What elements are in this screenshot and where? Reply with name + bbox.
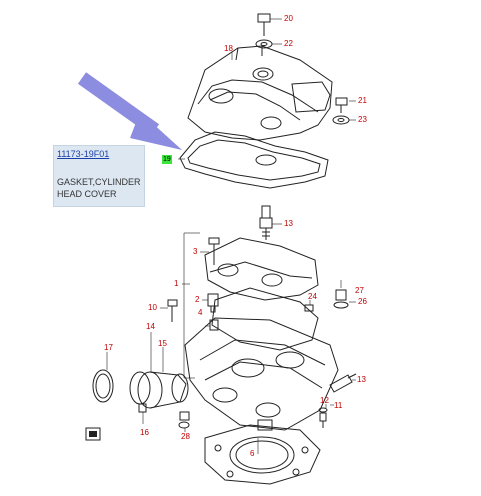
leader-lines [106, 18, 356, 454]
part-description: GASKET,CYLINDER HEAD COVER [57, 176, 141, 200]
callout-22[interactable]: 22 [284, 39, 293, 48]
part-number-link[interactable]: 11173-19F01 [57, 149, 110, 159]
callout-15[interactable]: 15 [158, 339, 167, 348]
spark-plug [259, 205, 273, 240]
callout-20[interactable]: 20 [284, 14, 293, 23]
head-cover-gasket [179, 131, 329, 189]
callout-12[interactable]: 12 [320, 396, 329, 405]
data-plate [85, 427, 101, 441]
callout-24[interactable]: 24 [308, 292, 317, 301]
callout-21[interactable]: 21 [358, 96, 367, 105]
cylinder-head-cover [187, 45, 333, 141]
callout-2[interactable]: 2 [195, 295, 200, 304]
callout-23[interactable]: 23 [358, 115, 367, 124]
cylinder-head-gasket [204, 424, 321, 485]
callout-27[interactable]: 27 [355, 286, 364, 295]
callout-13-spark-plug[interactable]: 13 [284, 219, 293, 228]
description-line-1: GASKET,CYLINDER [57, 177, 141, 187]
callout-26[interactable]: 26 [358, 297, 367, 306]
callout-14[interactable]: 14 [146, 322, 155, 331]
studs-and-bolts [138, 237, 220, 429]
part-info-box: 11173-19F01 GASKET,CYLINDER HEAD COVER [53, 145, 145, 207]
callout-16[interactable]: 16 [140, 428, 149, 437]
callout-11[interactable]: 11 [334, 401, 343, 410]
callout-3[interactable]: 3 [193, 247, 198, 256]
callout-17[interactable]: 17 [104, 343, 113, 352]
callout-4[interactable]: 4 [198, 308, 203, 317]
highlight-arrow [77, 72, 182, 150]
callout-28[interactable]: 28 [181, 432, 190, 441]
description-line-2: HEAD COVER [57, 189, 117, 199]
cylinder-head [184, 237, 339, 431]
callout-18[interactable]: 18 [224, 44, 233, 53]
callout-19-highlighted[interactable]: 19 [162, 155, 172, 164]
callout-13-sensor[interactable]: 13 [357, 375, 366, 384]
right-side-fittings [304, 289, 357, 428]
intake-pipe [92, 369, 189, 409]
head-cover-bolts [255, 13, 350, 125]
callout-10[interactable]: 10 [148, 303, 157, 312]
callout-1[interactable]: 1 [174, 279, 179, 288]
callout-6[interactable]: 6 [250, 449, 255, 458]
